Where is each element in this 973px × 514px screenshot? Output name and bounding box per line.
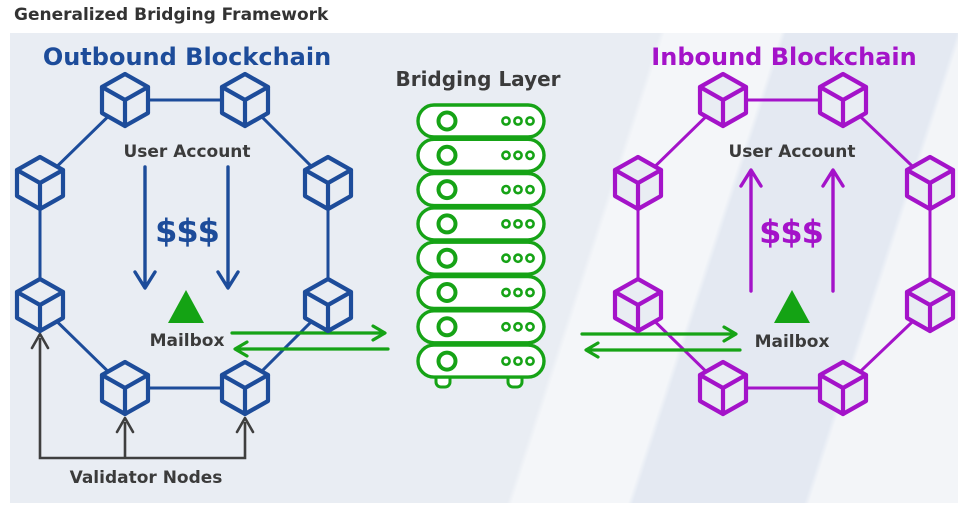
inbound-mailbox-triangle-icon (774, 290, 810, 323)
cube-icon (907, 279, 953, 331)
validator-nodes-label: Validator Nodes (69, 468, 223, 488)
validator-arrowhead-icon (115, 416, 135, 434)
arrow-up-icon (739, 168, 763, 293)
arrow-down-icon (216, 165, 240, 290)
cube-icon (305, 157, 351, 209)
cube-icon (222, 362, 268, 414)
validator-annotation (30, 332, 255, 460)
server-icon (416, 137, 546, 174)
outbound-mailbox-label: Mailbox (149, 331, 225, 351)
server-icon (416, 343, 546, 380)
cube-icon (305, 279, 351, 331)
outbound-bridge-arrows (230, 324, 390, 358)
inbound-money-label: $$$ (759, 213, 824, 251)
cube-icon (820, 74, 866, 126)
cube-icon (615, 279, 661, 331)
outbound-money-arrows (133, 165, 240, 290)
outbound-title: Outbound Blockchain (42, 43, 332, 71)
bridge-inbound-arrows (580, 325, 742, 359)
outbound-money-label: $$$ (155, 212, 220, 250)
arrow-right-icon (230, 324, 387, 342)
inbound-user-account-label: User Account (728, 142, 856, 162)
server-icon (416, 240, 546, 277)
inbound-title: Inbound Blockchain (651, 43, 917, 71)
arrow-left-icon (584, 341, 742, 359)
arrow-right-icon (580, 325, 738, 343)
validator-arrowhead-icon (30, 332, 50, 350)
cube-icon (820, 362, 866, 414)
cube-icon (102, 362, 148, 414)
validator-bracket (38, 338, 247, 460)
server-stack (416, 103, 546, 380)
outbound-user-account-label: User Account (123, 142, 251, 162)
server-icon (416, 308, 546, 345)
cube-icon (17, 279, 63, 331)
arrow-up-icon (821, 168, 845, 293)
cube-icon (907, 157, 953, 209)
cube-icon (17, 157, 63, 209)
validator-arrowhead-icon (235, 416, 255, 434)
cube-icon (700, 74, 746, 126)
arrow-left-icon (233, 340, 390, 358)
cube-icon (102, 74, 148, 126)
server-icon (416, 171, 546, 208)
page-title: Generalized Bridging Framework (14, 5, 329, 25)
server-icon (416, 274, 546, 311)
server-icon (416, 103, 546, 139)
bridging-title: Bridging Layer (395, 67, 561, 91)
inbound-money-arrows (739, 168, 845, 293)
arrow-down-icon (133, 165, 157, 290)
cube-icon (615, 157, 661, 209)
cube-icon (700, 362, 746, 414)
cube-icon (222, 74, 268, 126)
server-icon (416, 205, 546, 242)
outbound-mailbox-triangle-icon (168, 290, 204, 323)
inbound-mailbox-label: Mailbox (754, 332, 830, 352)
